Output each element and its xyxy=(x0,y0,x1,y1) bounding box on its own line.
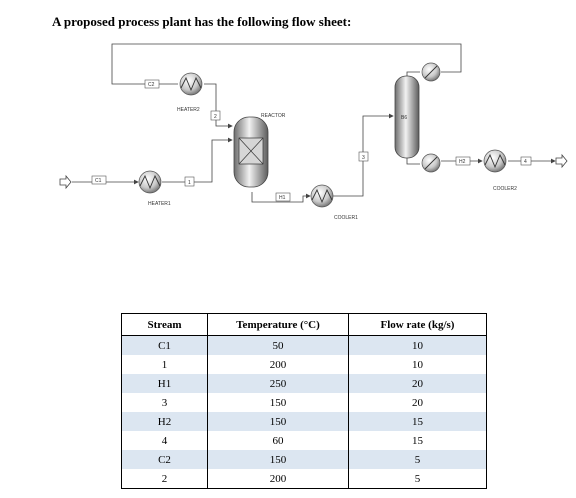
page-heading: A proposed process plant has the followi… xyxy=(52,14,352,29)
cooler1-icon xyxy=(310,184,334,208)
cell-stream: 2 xyxy=(121,469,208,489)
svg-text:4: 4 xyxy=(524,159,527,165)
svg-text:3: 3 xyxy=(362,155,365,161)
svg-text:1: 1 xyxy=(188,180,191,186)
stream-tag-1: 1 xyxy=(184,176,195,187)
cell-temperature: 60 xyxy=(207,431,349,450)
cell-stream: C1 xyxy=(121,335,208,355)
cell-stream: H1 xyxy=(121,374,208,393)
stream-tag-2: 2 xyxy=(210,110,221,121)
cell-flow-rate: 15 xyxy=(348,431,487,450)
product-arrow-icon xyxy=(555,153,568,169)
cell-temperature: 250 xyxy=(207,374,349,393)
cell-flow-rate: 20 xyxy=(348,374,487,393)
cell-stream: 1 xyxy=(121,355,208,374)
flow-sheet-diagram: HEATER1 HEATER2 REACTOR COOLER1 B6 COOLE… xyxy=(59,43,568,221)
header-flow-rate: Flow rate (kg/s) xyxy=(348,313,487,336)
cell-flow-rate: 5 xyxy=(348,469,487,489)
stream-tag-3: 3 xyxy=(358,151,369,162)
reactor-vessel-icon xyxy=(233,116,269,188)
cell-flow-rate: 15 xyxy=(348,412,487,431)
svg-text:C2: C2 xyxy=(148,82,155,88)
reactor-label: REACTOR xyxy=(261,113,286,119)
stream-tag-c1: C1 xyxy=(91,175,107,185)
svg-text:C1: C1 xyxy=(95,178,102,184)
cell-stream: 4 xyxy=(121,431,208,450)
cell-temperature: 200 xyxy=(207,469,349,489)
stream-tag-4: 4 xyxy=(520,156,532,166)
svg-text:H1: H1 xyxy=(279,195,286,201)
cooler1-label: COOLER1 xyxy=(334,215,358,221)
cooler2-label: COOLER2 xyxy=(493,186,517,192)
cell-temperature: 50 xyxy=(207,335,349,355)
svg-text:2: 2 xyxy=(214,114,217,120)
cell-temperature: 150 xyxy=(207,450,349,469)
stream-tag-h2: H2 xyxy=(455,156,471,166)
table-row: H2 150 15 xyxy=(121,412,487,431)
table-row: C2 150 5 xyxy=(121,450,487,469)
column-b6-label: B6 xyxy=(401,115,407,121)
cell-flow-rate: 10 xyxy=(348,335,487,355)
stream-tag-h1: H1 xyxy=(275,192,291,202)
table-row: 1 200 10 xyxy=(121,355,487,374)
cell-stream: H2 xyxy=(121,412,208,431)
table-row: 2 200 5 xyxy=(121,469,487,489)
stream-data-table: Stream Temperature (°C) Flow rate (kg/s)… xyxy=(121,313,487,489)
distillation-column-icon xyxy=(394,75,420,159)
cell-stream: 3 xyxy=(121,393,208,412)
svg-text:H2: H2 xyxy=(459,159,466,165)
table-row: C1 50 10 xyxy=(121,335,487,355)
feed-arrow-icon xyxy=(59,174,72,190)
table-row: 3 150 20 xyxy=(121,393,487,412)
cell-temperature: 150 xyxy=(207,412,349,431)
heater1-icon xyxy=(138,170,162,194)
header-temperature: Temperature (°C) xyxy=(207,313,349,336)
heater1-label: HEATER1 xyxy=(148,201,171,207)
header-stream: Stream xyxy=(121,313,208,336)
table-header-row: Stream Temperature (°C) Flow rate (kg/s) xyxy=(121,313,487,336)
stream-tag-c2: C2 xyxy=(144,79,160,89)
cell-flow-rate: 10 xyxy=(348,355,487,374)
heater2-label: HEATER2 xyxy=(177,107,200,113)
condenser-icon xyxy=(421,62,441,82)
cell-temperature: 200 xyxy=(207,355,349,374)
cell-flow-rate: 20 xyxy=(348,393,487,412)
reboiler-icon xyxy=(421,153,441,173)
heater2-icon xyxy=(179,72,203,96)
cell-stream: C2 xyxy=(121,450,208,469)
cell-flow-rate: 5 xyxy=(348,450,487,469)
cooler2-icon xyxy=(483,149,507,173)
cell-temperature: 150 xyxy=(207,393,349,412)
table-row: 4 60 15 xyxy=(121,431,487,450)
table-row: H1 250 20 xyxy=(121,374,487,393)
